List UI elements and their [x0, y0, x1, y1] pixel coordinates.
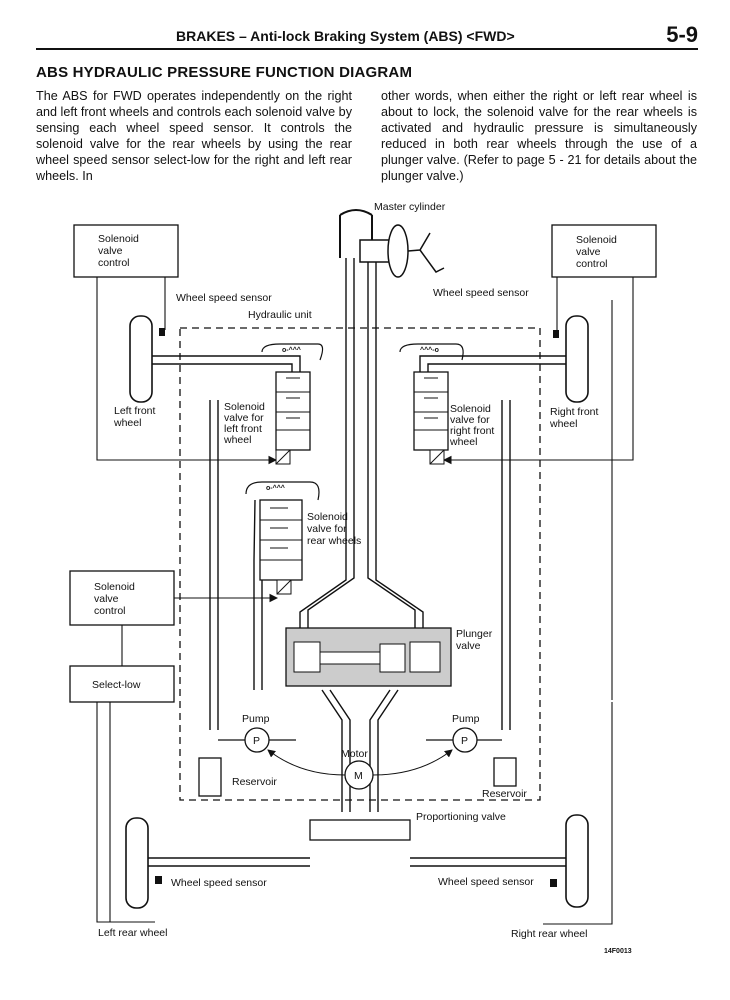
- svg-text:control: control: [94, 605, 126, 617]
- proportioning-valve: [309, 819, 411, 841]
- svg-text:P: P: [461, 735, 468, 747]
- left-front-wheel: [129, 315, 153, 403]
- label-rf-wheel-2: wheel: [549, 418, 577, 430]
- hydraulic-unit-box: [179, 327, 541, 801]
- label-sv-lf-2: valve for: [224, 412, 264, 424]
- label-rf-wheel-1: Right front: [550, 406, 599, 418]
- label-sv-rf-3: right front: [450, 425, 494, 437]
- svg-text:P: P: [253, 735, 260, 747]
- label-plunger-2: valve: [456, 640, 481, 652]
- svg-text:Solenoid: Solenoid: [94, 581, 135, 593]
- solenoid-control-rear: Solenoid valve control: [69, 570, 175, 626]
- label-sv-rf-4: wheel: [449, 436, 477, 448]
- solenoid-control-left: Solenoid valve control: [73, 224, 179, 278]
- body-text-right: other words, when either the right or le…: [381, 89, 697, 183]
- label-reservoir-left: Reservoir: [232, 776, 277, 788]
- page-header: BRAKES – Anti-lock Braking System (ABS) …: [36, 22, 698, 50]
- svg-text:Solenoid: Solenoid: [576, 234, 617, 246]
- svg-text:control: control: [576, 258, 608, 270]
- pump-right: P: [426, 727, 502, 753]
- label-sv-rear-3: rear wheels: [307, 535, 361, 547]
- label-motor: Motor: [341, 748, 368, 760]
- select-low-box: Select-low: [69, 665, 175, 703]
- left-rear-wheel: [125, 817, 149, 909]
- reservoir-left: [198, 757, 222, 797]
- body-text-left: The ABS for FWD operates independently o…: [36, 89, 352, 183]
- svg-text:Select-low: Select-low: [92, 679, 141, 691]
- page-number: 5-9: [666, 22, 698, 47]
- header-title: BRAKES – Anti-lock Braking System (ABS) …: [176, 28, 515, 44]
- label-pump-right: Pump: [452, 713, 480, 725]
- solenoid-valve-lf: o-^^^: [261, 343, 324, 465]
- label-wss-rr: Wheel speed sensor: [438, 876, 534, 888]
- svg-text:M: M: [354, 770, 363, 782]
- label-wss-fr: Wheel speed sensor: [433, 287, 529, 299]
- right-rear-wheel: [565, 814, 589, 908]
- label-sv-rear-1: Solenoid: [307, 511, 348, 523]
- sensor-rr-icon: [550, 879, 557, 887]
- label-left-rear-wheel: Left rear wheel: [98, 927, 167, 939]
- svg-text:valve: valve: [576, 246, 601, 258]
- label-sv-lf-4: wheel: [223, 434, 251, 446]
- sensor-fr-icon: [553, 330, 559, 338]
- sensor-rl-icon: [155, 876, 162, 884]
- svg-text:valve: valve: [98, 245, 123, 257]
- section-title: ABS HYDRAULIC PRESSURE FUNCTION DIAGRAM: [36, 64, 413, 81]
- solenoid-valve-rf: ^^^-o: [399, 343, 464, 465]
- svg-text:control: control: [98, 257, 130, 269]
- svg-text:o-^^^: o-^^^: [282, 346, 301, 354]
- label-lf-wheel-2: wheel: [113, 417, 141, 429]
- label-right-rear-wheel: Right rear wheel: [511, 928, 587, 940]
- label-wss-rl: Wheel speed sensor: [171, 877, 267, 889]
- reservoir-right: [493, 757, 517, 787]
- signal-lines: [96, 277, 634, 925]
- master-cylinder: [339, 209, 445, 278]
- label-reservoir-right: Reservoir: [482, 788, 527, 800]
- label-plunger-1: Plunger: [456, 628, 493, 640]
- motor: M: [267, 749, 453, 790]
- label-master-cylinder: Master cylinder: [374, 201, 446, 213]
- label-sv-rf-2: valve for: [450, 414, 490, 426]
- label-proportioning-valve: Proportioning valve: [416, 811, 506, 823]
- svg-text:^^^-o: ^^^-o: [420, 346, 439, 354]
- pump-left: P: [218, 727, 296, 753]
- label-lf-wheel-1: Left front: [114, 405, 156, 417]
- right-front-wheel: [565, 315, 589, 403]
- label-pump-left: Pump: [242, 713, 270, 725]
- label-hydraulic-unit: Hydraulic unit: [248, 309, 312, 321]
- solenoid-control-right: Solenoid valve control: [551, 224, 657, 278]
- label-wss-fl: Wheel speed sensor: [176, 292, 272, 304]
- svg-text:valve: valve: [94, 593, 119, 605]
- svg-text:o-^^^: o-^^^: [266, 484, 285, 492]
- plunger-valve: [285, 627, 452, 687]
- label-sv-rf-1: Solenoid: [450, 403, 491, 415]
- label-sv-lf-3: left front: [224, 423, 262, 435]
- svg-text:Solenoid: Solenoid: [98, 233, 139, 245]
- solenoid-valve-rear: o-^^^: [245, 481, 320, 595]
- hydraulic-lines: [132, 258, 575, 867]
- label-sv-lf-1: Solenoid: [224, 401, 265, 413]
- label-sv-rear-2: valve for: [307, 523, 347, 535]
- sensor-fl-icon: [159, 328, 165, 336]
- figure-code: 14F0013: [604, 948, 632, 955]
